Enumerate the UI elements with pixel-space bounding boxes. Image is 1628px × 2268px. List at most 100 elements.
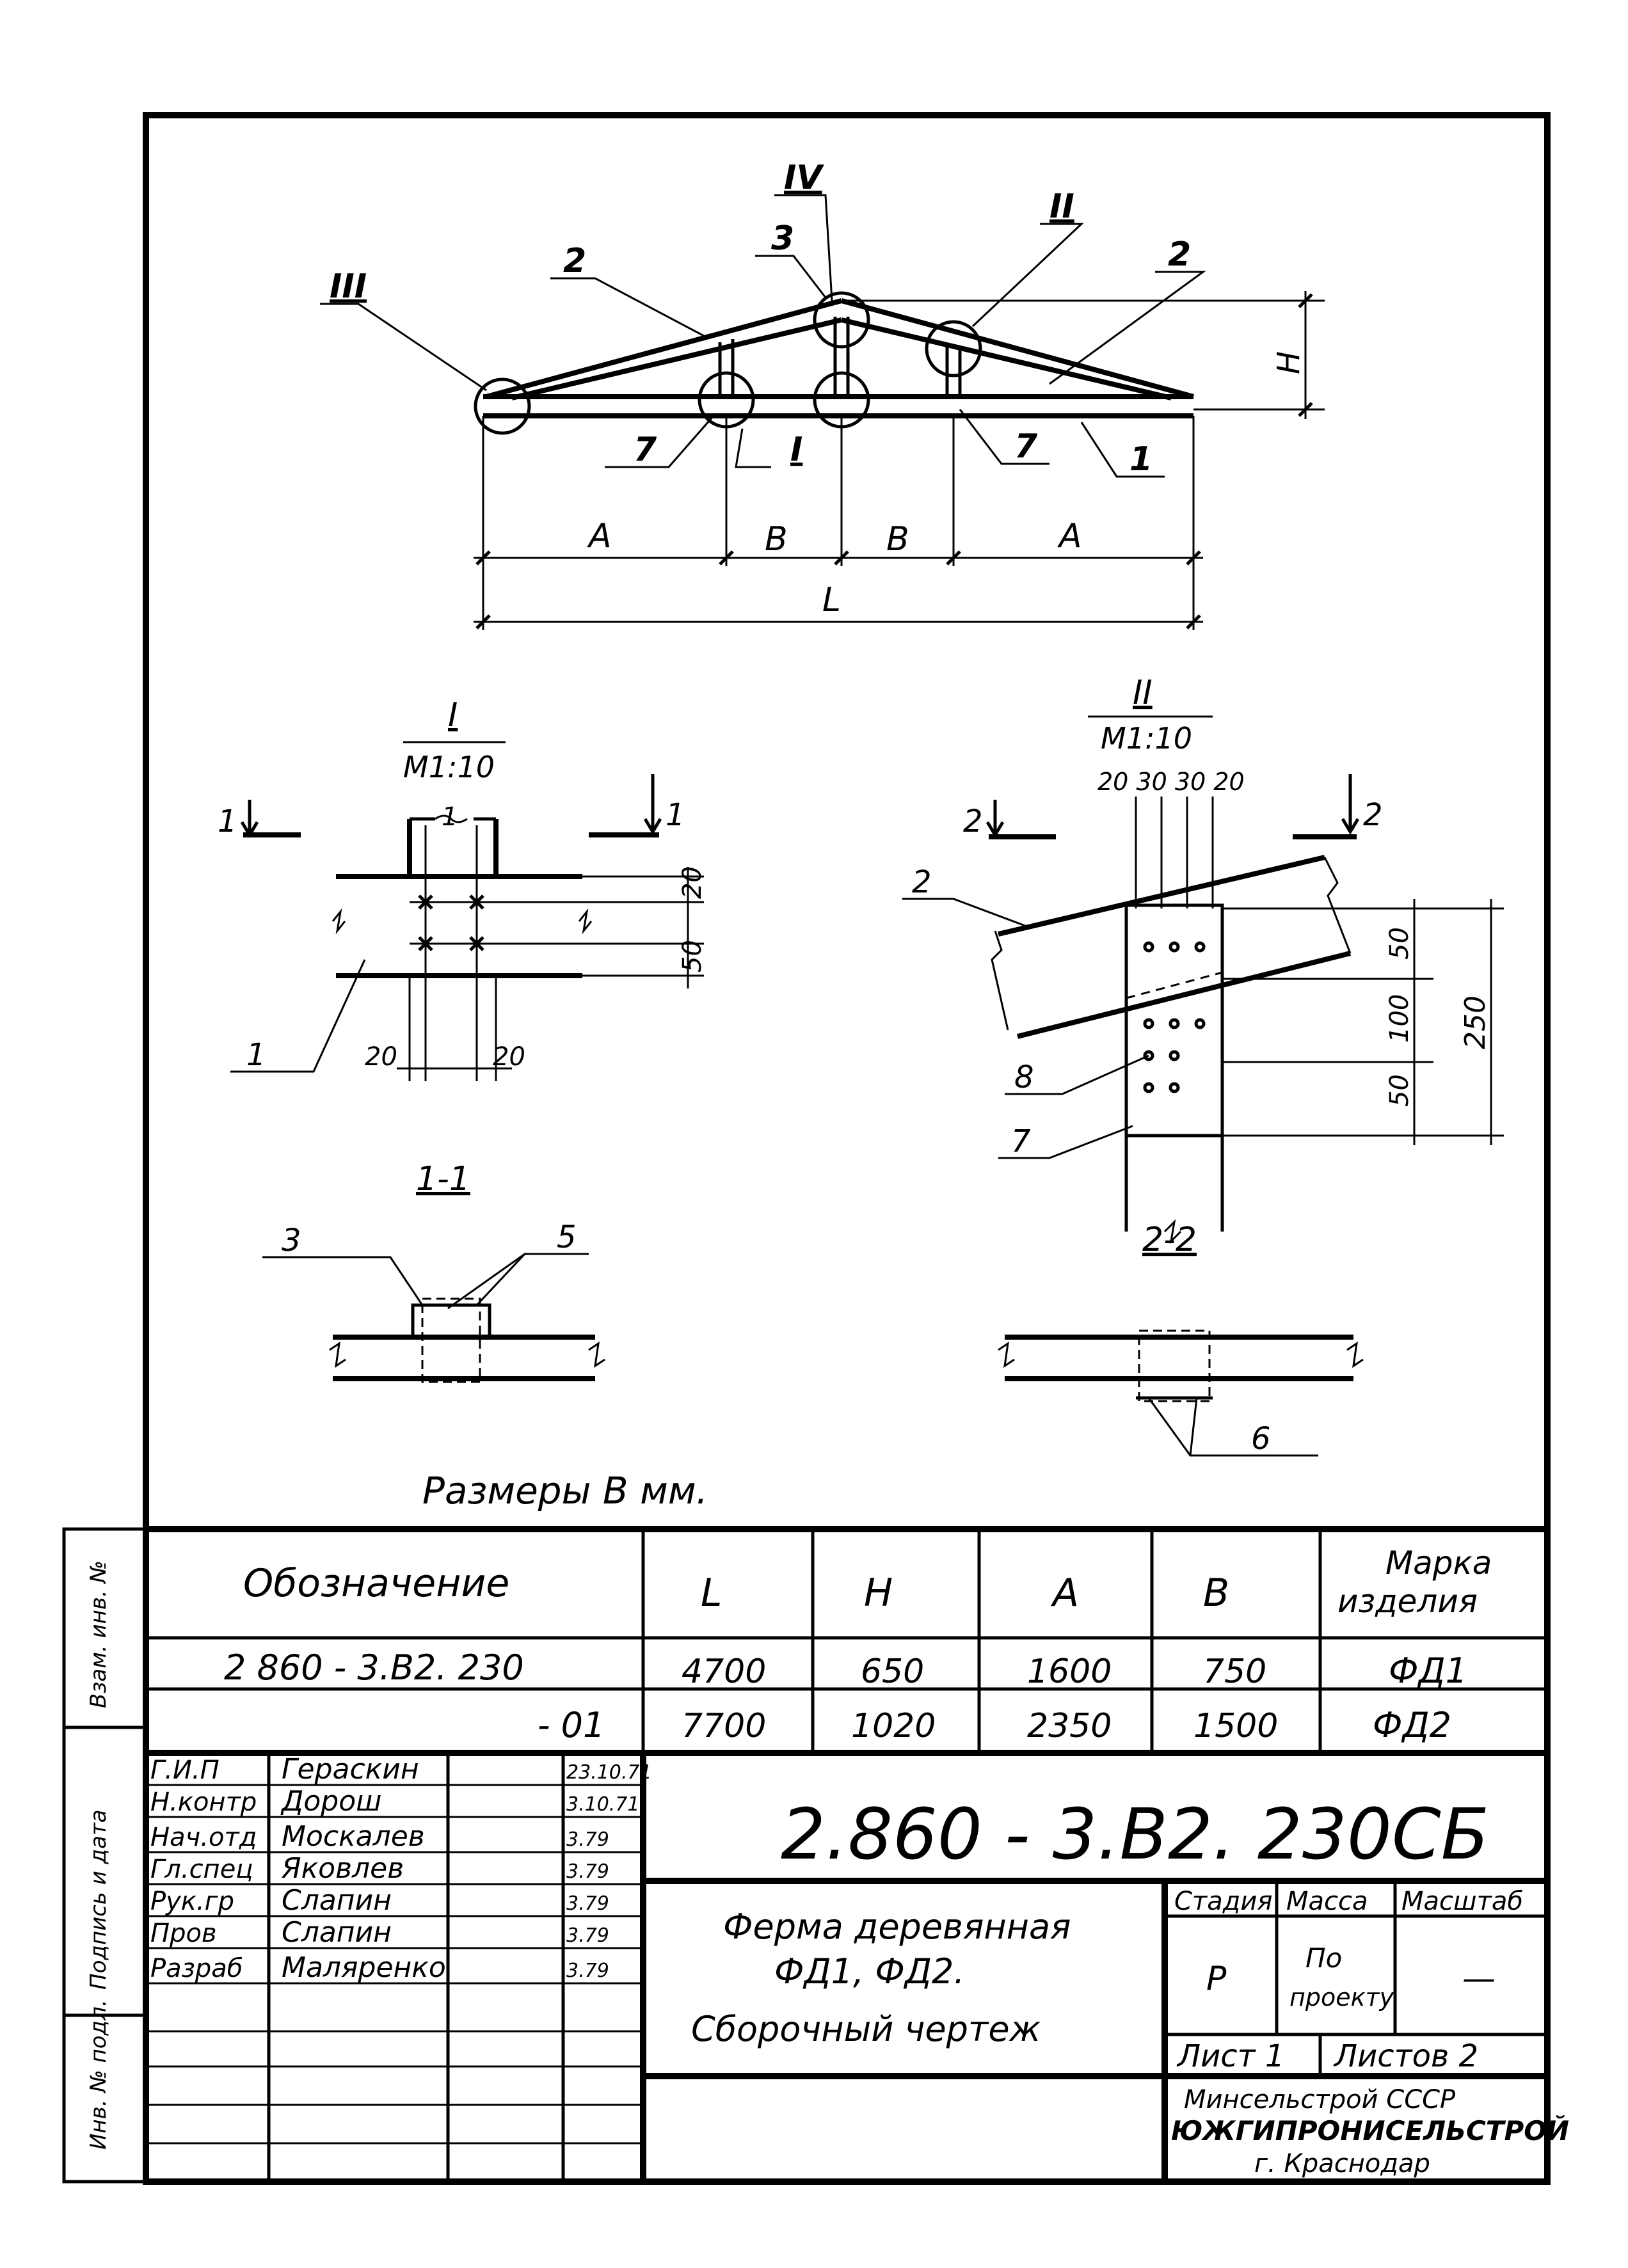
dim-A-right: A [1057,517,1082,555]
truss-label-7-right: 7 [1014,427,1038,466]
detail-I-part-1: 1 [246,1037,266,1073]
truss-label-1: 1 [1129,440,1153,479]
signer-role: Разраб [150,1954,243,1983]
detail-II-dim-50-top: 50 [1385,927,1414,960]
spec-row2-designation: - 01 [538,1705,605,1745]
side-sign-date: Подпись и дата [86,1809,111,1990]
detail-I-dim-bottom-right: 20 [493,1042,525,1072]
spec-row1-B: 750 [1203,1653,1266,1691]
detail-II-dim-100: 100 [1385,994,1414,1043]
org-line-1: Минсельстрой СССР [1184,2085,1456,2114]
signer-role: Пров [150,1919,217,1948]
signer-date: 3.79 [566,1828,609,1851]
org-line-2: ЮЖГИПРОНИСЕЛЬСТРОЙ [1171,2114,1569,2146]
detail-I-dim-50: 50 [678,940,707,972]
signer-role: Рук.гр [150,1887,234,1916]
truss-label-7-left: 7 [634,431,657,469]
truss-label-IV: IV [784,159,824,197]
signer-role: Нач.отд [150,1823,257,1852]
detail-I-scale: М1:10 [403,750,495,784]
spec-row2-A: 2350 [1027,1707,1112,1745]
detail-I-section-right: 1 [666,797,685,833]
detail-I-dim-20: 20 [678,866,707,899]
spec-row1-H: 650 [861,1653,924,1691]
side-replaced-inv: Взам. инв. № [86,1560,111,1708]
detail-II-section-left: 2 [963,804,983,839]
truss-label-I: I [790,431,802,469]
title-line-1: Ферма деревянная [723,1907,1071,1947]
spec-row2-L: 7700 [682,1707,766,1745]
sheet-label: Лист 1 [1176,2038,1284,2074]
signer-date: 3.79 [566,1892,609,1915]
title-line-2: ФД1, ФД2. [774,1951,965,1992]
detail-II-scale: М1:10 [1101,721,1192,756]
detail-I-section-left: 1 [218,804,237,839]
dim-A-left: A [587,517,612,555]
detail-I: I М1:10 1 1 [218,696,707,1081]
spec-header-A: A [1050,1571,1079,1615]
truss-overview: IV 3 II 2 III 2 7 I 7 1 A B B A L [320,159,1325,630]
dim-B-right: B [886,520,909,559]
spec-row2-B: 1500 [1193,1707,1278,1745]
dim-H: H [1271,351,1307,374]
spec-header-designation: Обозначение [243,1561,509,1606]
signer-date: 3.79 [566,1860,609,1883]
dim-B-left: B [765,520,788,559]
doc-code: 2.860 - 3.В2. 230СБ [781,1793,1489,1875]
section-2-2: 2-2 6 [998,1221,1364,1457]
sheets-label: Листов 2 [1333,2038,1478,2074]
detail-II-top-dims: 20 30 30 20 [1097,768,1245,796]
spec-row1-designation: 2 860 - 3.В2. 230 [224,1647,524,1688]
detail-II-title: II [1133,674,1153,712]
signer-name: Гераскин [282,1753,419,1786]
section-1-1: 1-1 3 5 [262,1160,605,1383]
section-2-2-part-6: 6 [1251,1421,1271,1457]
truss-label-2-left: 2 [563,242,586,280]
spec-row2-H: 1020 [851,1707,936,1745]
units-note: Размеры В мм. [422,1469,708,1512]
stage-value: Р [1206,1960,1227,1998]
stage-label: Стадия [1174,1887,1272,1916]
detail-II-section-right: 2 [1363,797,1383,833]
section-1-1-part-3: 3 [282,1223,301,1258]
spec-header-H: H [864,1571,893,1615]
spec-row2-mark: ФД2 [1373,1705,1451,1745]
detail-II: II М1:10 20 30 30 20 2 2 [902,674,1504,1244]
signer-role: Гл.спец [150,1855,253,1884]
title-line-3: Сборочный чертеж [691,2009,1041,2049]
mass-value: По [1305,1942,1342,1974]
detail-II-part-8: 8 [1014,1059,1034,1095]
spec-row1-mark: ФД1 [1389,1651,1467,1691]
signer-date: 3.79 [566,1960,609,1982]
side-stamp-frame [62,1527,148,2184]
org-line-3: г. Краснодар [1254,2149,1430,2178]
section-2-2-title: 2-2 [1142,1221,1197,1259]
signer-name: Яковлев [281,1852,404,1885]
signer-name: Дорош [280,1785,381,1818]
section-1-1-part-5: 5 [557,1219,577,1255]
signer-name: Слапин [282,1916,392,1949]
section-1-1-title: 1-1 [416,1160,470,1198]
spec-row1-L: 4700 [682,1653,766,1691]
signer-date: 23.10.71 [566,1761,652,1784]
detail-II-part-7: 7 [1011,1123,1031,1159]
scale-value: — [1462,1960,1496,1998]
signer-date: 3.10.71 [566,1793,640,1816]
side-inv-no: Инв. № подл. [86,1999,111,2150]
detail-I-part-top: 1 [442,802,458,832]
spec-header-B: B [1203,1571,1229,1615]
detail-II-dim-250: 250 [1459,995,1492,1049]
signer-role: Г.И.П [150,1756,219,1785]
truss-label-3: 3 [771,219,794,258]
signer-name: Москалев [282,1820,425,1853]
signer-name: Слапин [282,1884,392,1917]
detail-II-dim-50-bottom: 50 [1385,1074,1414,1107]
mass-value-line-2: проекту [1289,1983,1394,2011]
mass-label: Масса [1286,1887,1368,1916]
dim-L: L [822,581,841,619]
spec-row1-A: 1600 [1027,1653,1112,1691]
signer-date: 3.79 [566,1924,609,1947]
